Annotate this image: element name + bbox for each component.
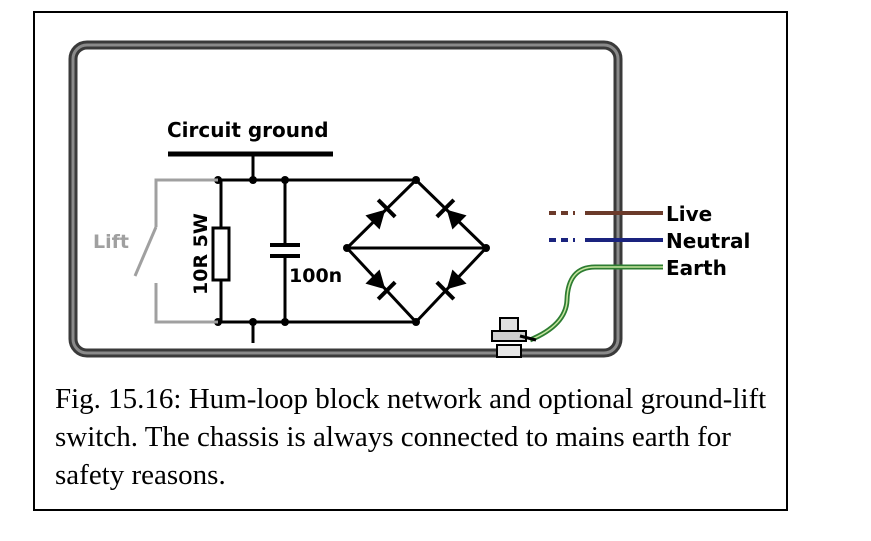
lift-label: Lift [93, 231, 129, 253]
diode-bottom-left [365, 269, 397, 301]
earth-bolt [491, 317, 537, 358]
circuit-ground-bar [168, 151, 333, 180]
diode-top-right [435, 198, 467, 230]
bridge-rectifier [343, 178, 490, 324]
earth-label: Earth [666, 256, 727, 280]
circuit-rails [218, 178, 416, 343]
capacitor-label: 100n [289, 265, 342, 287]
earth-wire [529, 264, 663, 343]
resistor-symbol [211, 180, 231, 322]
junction-dots [214, 176, 420, 326]
figure-frame [33, 11, 788, 511]
diode-bottom-right [435, 269, 467, 301]
circuit-ground-label: Circuit ground [167, 118, 329, 142]
resistor-label: 10R 5W [190, 213, 212, 295]
lift-switch [133, 178, 218, 324]
diode-top-left [365, 198, 397, 230]
capacitor-symbol [270, 180, 300, 322]
figure-caption: Fig. 15.16: Hum-loop block network and o… [55, 383, 767, 491]
live-label: Live [666, 202, 712, 226]
chassis-outline [68, 40, 623, 358]
neutral-label: Neutral [666, 229, 750, 253]
